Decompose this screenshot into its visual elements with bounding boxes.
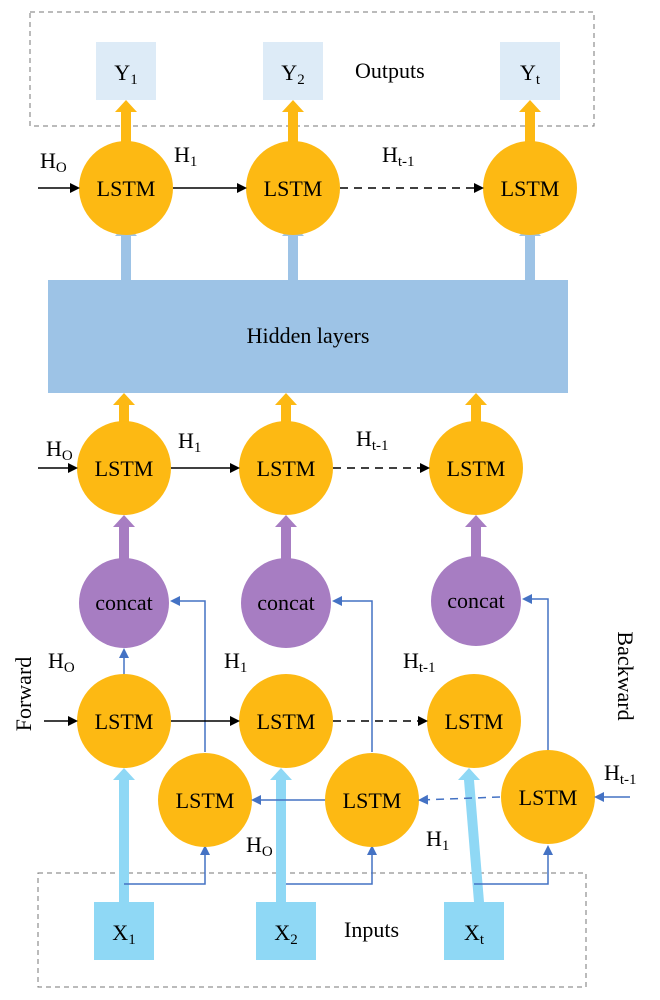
top-lstm-1: LSTM — [79, 141, 173, 235]
backward-h1-label: H1 — [426, 826, 449, 854]
svg-text:X2: X2 — [274, 920, 297, 948]
forward-lstm-1-label: LSTM — [95, 709, 154, 734]
forward-h1-label: H1 — [224, 648, 247, 676]
concat-3-label: concat — [447, 588, 504, 613]
input-2-base: X — [274, 920, 290, 945]
bwd2-to-concat2 — [332, 596, 373, 752]
inputs-frame — [37, 872, 587, 988]
top-ht1-label: Ht-1 — [382, 142, 415, 170]
top-lstm-2-label: LSTM — [264, 176, 323, 201]
x1-to-bwd1 — [124, 845, 210, 885]
inputs-label: Inputs — [344, 917, 399, 942]
backward-label: Backward — [613, 631, 638, 720]
forward-lstm-1: LSTM — [77, 674, 171, 768]
outputs-label: Outputs — [355, 58, 425, 83]
svg-text:Xt: Xt — [464, 920, 485, 948]
svg-text:Y2: Y2 — [281, 60, 304, 88]
output-2-sub: 2 — [297, 72, 305, 88]
xt-to-bwd3 — [474, 845, 553, 885]
backward-lstm-2: LSTM — [325, 753, 419, 847]
forward-h0-label: HO — [48, 648, 75, 676]
backward-h1-arrow — [418, 794, 501, 805]
output-box-1: Y1 — [96, 42, 156, 100]
forward-lstm-3-label: LSTM — [445, 709, 504, 734]
top-output-arrows — [115, 100, 541, 150]
forward-label: Forward — [11, 657, 36, 732]
hidden-layers-block: Hidden layers — [48, 280, 568, 393]
forward-ht1-label: Ht-1 — [403, 648, 436, 676]
concat-node-1: concat — [79, 558, 169, 648]
top-h0-label: HO — [40, 148, 67, 176]
input-3-base: X — [464, 920, 480, 945]
input-3-sub: t — [480, 932, 485, 948]
input-to-forward-arrows — [113, 768, 484, 902]
input-1-base: X — [112, 920, 128, 945]
output-2-base: Y — [281, 60, 297, 85]
middle-to-hidden-arrows — [113, 393, 487, 430]
input-2-sub: 2 — [290, 932, 298, 948]
output-3-sub: t — [536, 72, 541, 88]
output-1-sub: 1 — [130, 72, 138, 88]
output-3-base: Y — [520, 60, 536, 85]
forward-lstm-2: LSTM — [239, 674, 333, 768]
top-lstm-3-label: LSTM — [501, 176, 560, 201]
input-1-sub: 1 — [128, 932, 136, 948]
forward-lstm-3: LSTM — [427, 674, 521, 768]
concat-1-label: concat — [95, 590, 152, 615]
middle-lstm-2-label: LSTM — [257, 456, 316, 481]
middle-lstm-3: LSTM — [429, 421, 523, 515]
bwd1-to-concat1 — [170, 596, 206, 752]
backward-lstm-1: LSTM — [158, 753, 252, 847]
middle-ht1-label: Ht-1 — [356, 426, 389, 454]
backward-ht1-label: Ht-1 — [604, 760, 637, 788]
middle-h1-label: H1 — [178, 428, 201, 456]
svg-text:Y1: Y1 — [114, 60, 137, 88]
middle-h0-label: HO — [46, 436, 73, 464]
svg-text:Yt: Yt — [520, 60, 541, 88]
output-box-3: Yt — [500, 42, 560, 100]
concat-2-label: concat — [257, 590, 314, 615]
top-lstm-3: LSTM — [483, 141, 577, 235]
backward-lstm-3-label: LSTM — [519, 785, 578, 810]
concat-to-middle-arrows — [113, 515, 487, 560]
backward-h0-label: HO — [246, 832, 273, 860]
input-box-1: X1 — [94, 902, 154, 960]
backward-lstm-1-label: LSTM — [176, 788, 235, 813]
bwd3-to-concat3 — [522, 594, 549, 752]
middle-lstm-1: LSTM — [77, 421, 171, 515]
output-1-base: Y — [114, 60, 130, 85]
middle-lstm-2: LSTM — [239, 421, 333, 515]
top-lstm-1-label: LSTM — [97, 176, 156, 201]
concat-node-2: concat — [241, 558, 331, 648]
middle-lstm-3-label: LSTM — [447, 456, 506, 481]
svg-text:X1: X1 — [112, 920, 135, 948]
hidden-layers-label: Hidden layers — [247, 323, 370, 348]
backward-lstm-2-label: LSTM — [343, 788, 402, 813]
backward-lstm-3: LSTM — [501, 750, 595, 844]
forward-lstm-2-label: LSTM — [257, 709, 316, 734]
output-box-2: Y2 — [263, 42, 323, 100]
input-box-3: Xt — [444, 902, 504, 960]
middle-lstm-1-label: LSTM — [95, 456, 154, 481]
x2-to-bwd2 — [286, 845, 377, 885]
top-h1-label: H1 — [174, 142, 197, 170]
outputs-frame — [29, 11, 595, 127]
input-box-2: X2 — [256, 902, 316, 960]
concat-node-3: concat — [431, 556, 521, 646]
top-lstm-2: LSTM — [246, 141, 340, 235]
hidden-to-top-arrows — [115, 224, 541, 280]
